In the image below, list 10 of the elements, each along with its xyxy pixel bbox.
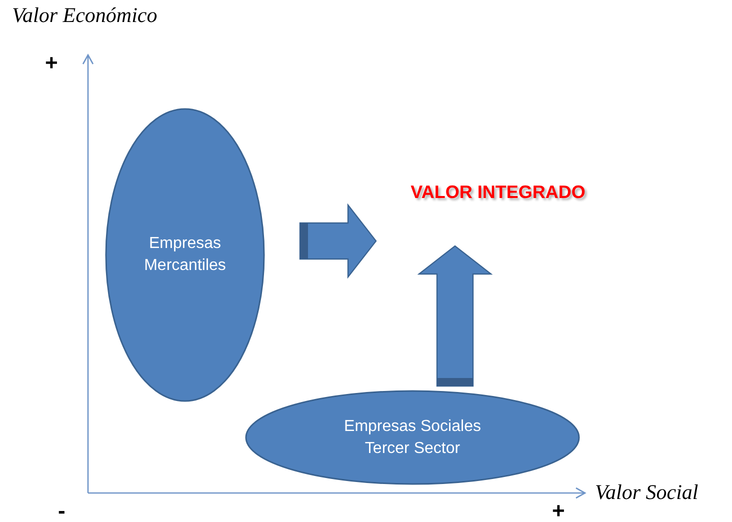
ellipse-shape	[245, 390, 580, 485]
axis-title: Valor Económico	[12, 3, 158, 28]
heading-text: VALOR INTEGRADO	[410, 182, 586, 202]
minus-sign: -	[58, 500, 66, 522]
axis-title: Valor Social	[595, 480, 698, 505]
shape-label: Empresas Mercantiles	[143, 234, 227, 276]
plus-sign: +	[45, 52, 58, 74]
ellipse-shape	[105, 108, 265, 402]
plus-sign: +	[552, 500, 565, 522]
shape-label: Empresas Sociales Tercer Sector	[343, 416, 482, 458]
